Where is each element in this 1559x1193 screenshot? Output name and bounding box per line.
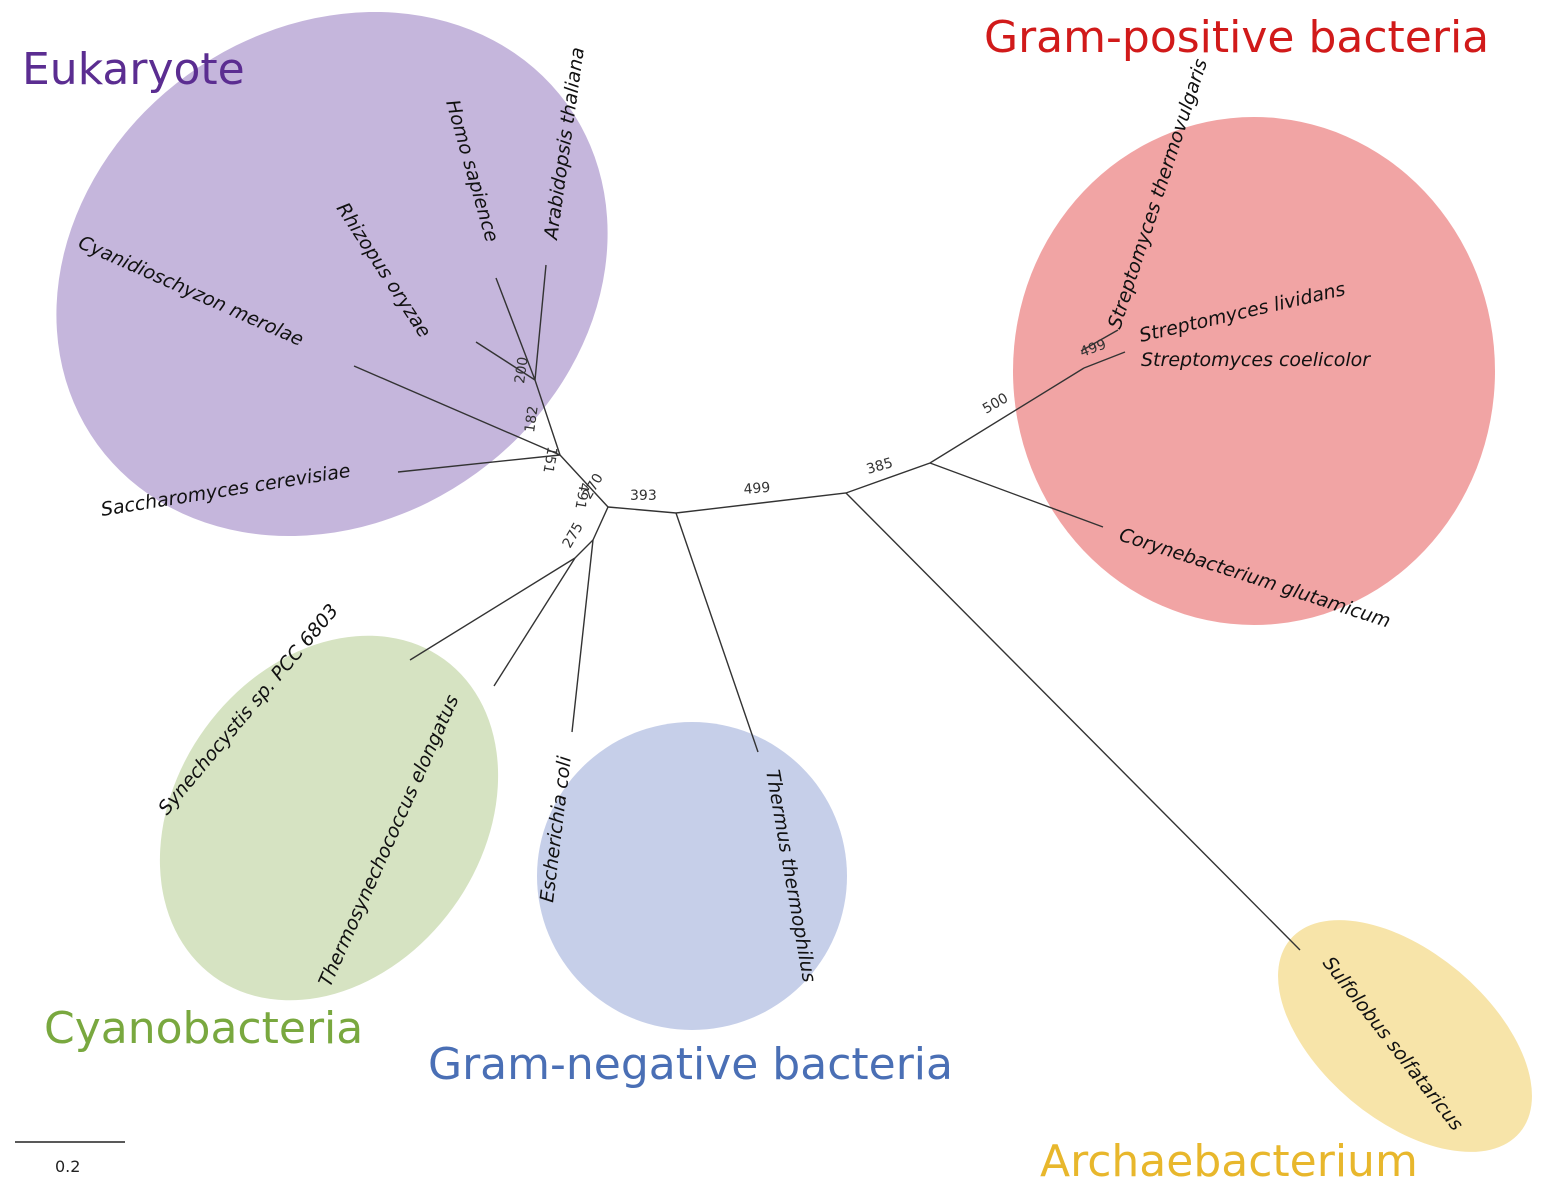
group-label-eukaryote: Eukaryote [22, 44, 245, 95]
branch-streptomyces [1083, 351, 1126, 369]
branch-escherichia [571, 539, 594, 733]
branch-sulfolobus [845, 492, 1301, 951]
branch-cyanidioschyzon [353, 365, 561, 456]
branch-thermus [675, 512, 759, 753]
archaebacterium-region [1278, 920, 1532, 1152]
branch-thermosynechococcus [493, 557, 576, 687]
taxon-label: Streptomyces coelicolor [1141, 349, 1371, 371]
group-label-cyanobacteria: Cyanobacteria [44, 1003, 363, 1054]
group-labels: Eukaryote Gram-positive bacteria Cyanoba… [22, 12, 1489, 1187]
bootstrap-value: 270 [580, 471, 607, 502]
branch-arabidopsis [534, 264, 547, 381]
bootstrap-value: 491 [571, 481, 591, 510]
cyanobacteria-region [159, 635, 499, 1001]
bootstrap-value: 393 [630, 488, 657, 504]
gram-negative-region [537, 722, 847, 1030]
branch-homo [495, 277, 536, 381]
backbone-branch [607, 367, 1085, 514]
branch-streptomyces-pair [1080, 329, 1119, 352]
branch-saccharomyces [397, 454, 561, 473]
branch-synechocystis [409, 557, 576, 661]
eukaryote-region [56, 11, 608, 537]
group-label-gram-positive: Gram-positive bacteria [984, 12, 1489, 63]
tree-branches [353, 264, 1301, 951]
bootstrap-value: 500 [980, 390, 1011, 417]
bootstrap-value: 499 [743, 480, 771, 498]
bootstrap-value: 200 [512, 356, 532, 385]
group-label-gram-negative: Gram-negative bacteria [428, 1039, 953, 1090]
bootstrap-value: 182 [522, 405, 542, 434]
branch-rhizopus [475, 341, 536, 381]
gram-positive-region [1013, 117, 1495, 625]
bootstrap-value: 385 [865, 455, 895, 478]
branch-corynebacterium [929, 462, 1104, 528]
bootstrap-value: 151 [539, 445, 559, 474]
scale-bar-label: 0.2 [55, 1157, 80, 1176]
scale-bar: 0.2 [15, 1141, 125, 1176]
group-label-archaebacterium: Archaebacterium [1040, 1136, 1418, 1187]
bootstrap-value: 275 [560, 520, 587, 551]
